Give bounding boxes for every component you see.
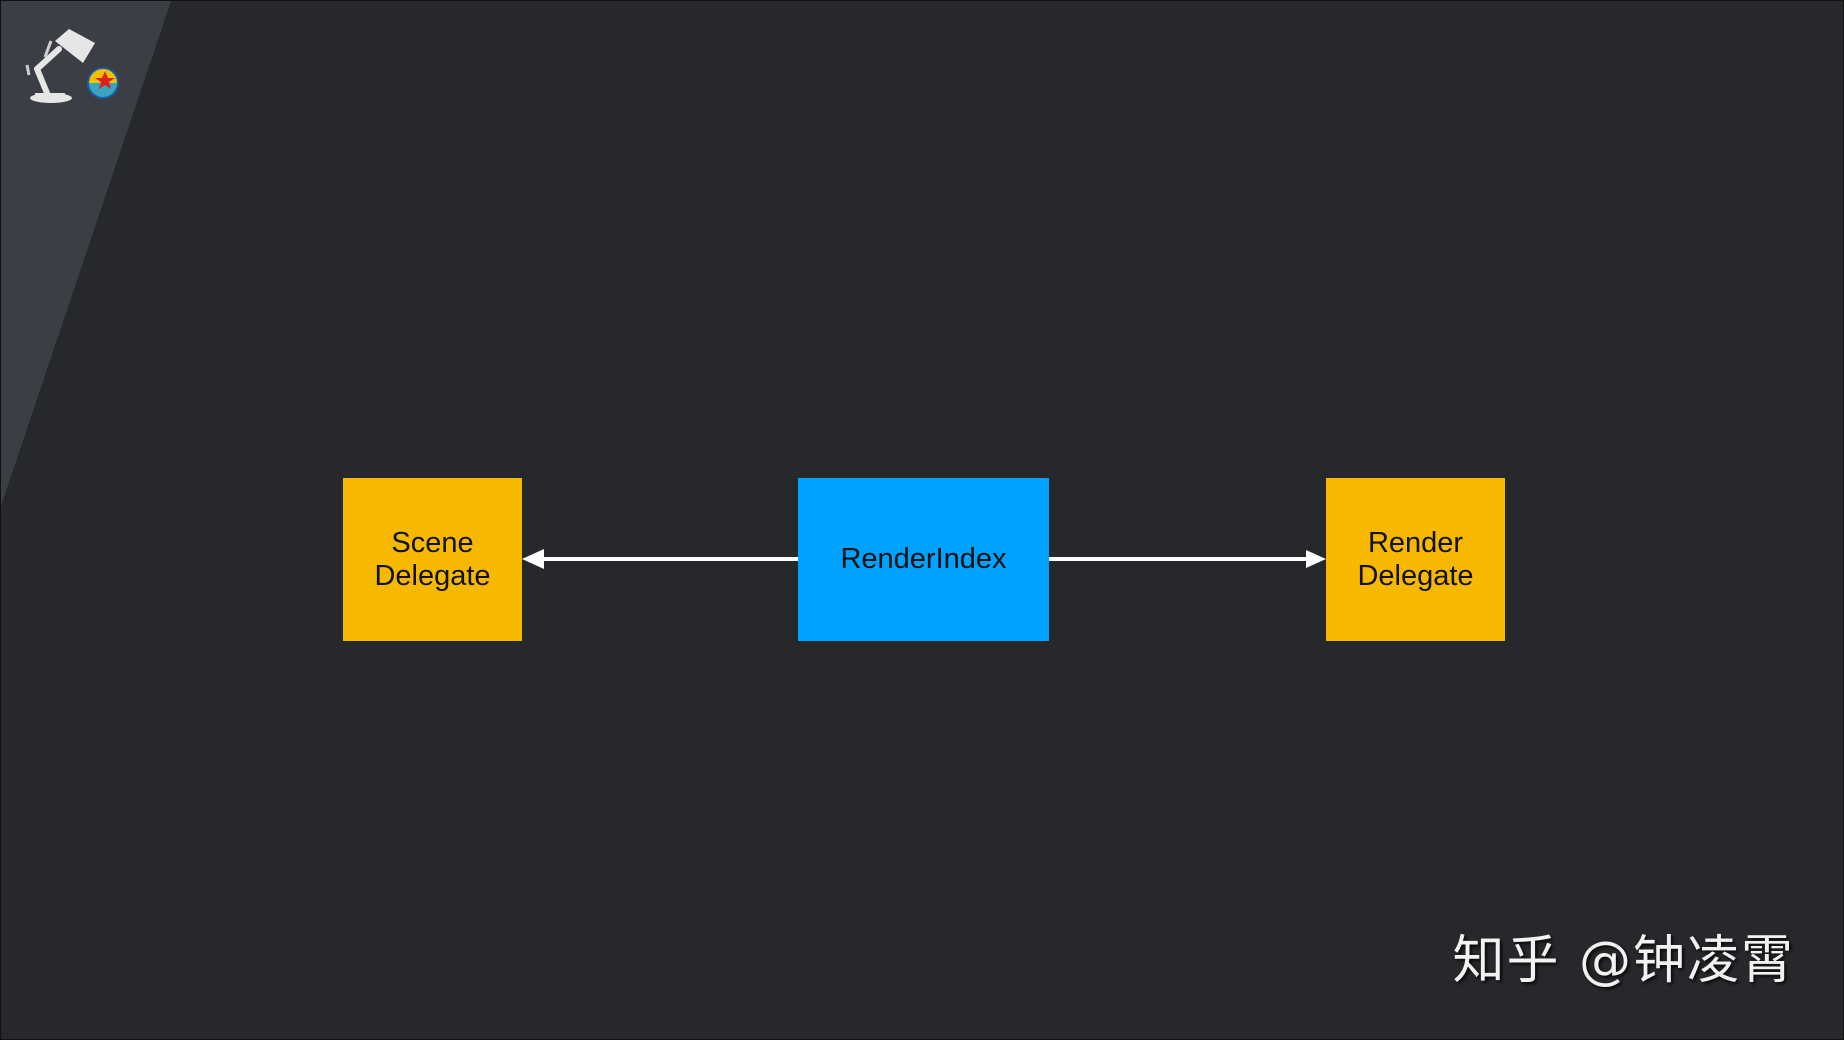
luxo-ball-icon: [87, 67, 119, 99]
render-delegate-node: Render Delegate: [1326, 478, 1505, 641]
pixar-lamp-icon: [25, 29, 119, 103]
watermark: 知乎 @钟凌霄: [1452, 931, 1795, 991]
corner-stripe-shape: [1, 1, 171, 506]
render-index-node: RenderIndex: [798, 478, 1049, 641]
render-delegate-label: Render Delegate: [1357, 526, 1474, 592]
scene-delegate-node: Scene Delegate: [343, 478, 522, 641]
scene-delegate-label: Scene Delegate: [374, 526, 491, 592]
render-index-label: RenderIndex: [840, 543, 1007, 575]
